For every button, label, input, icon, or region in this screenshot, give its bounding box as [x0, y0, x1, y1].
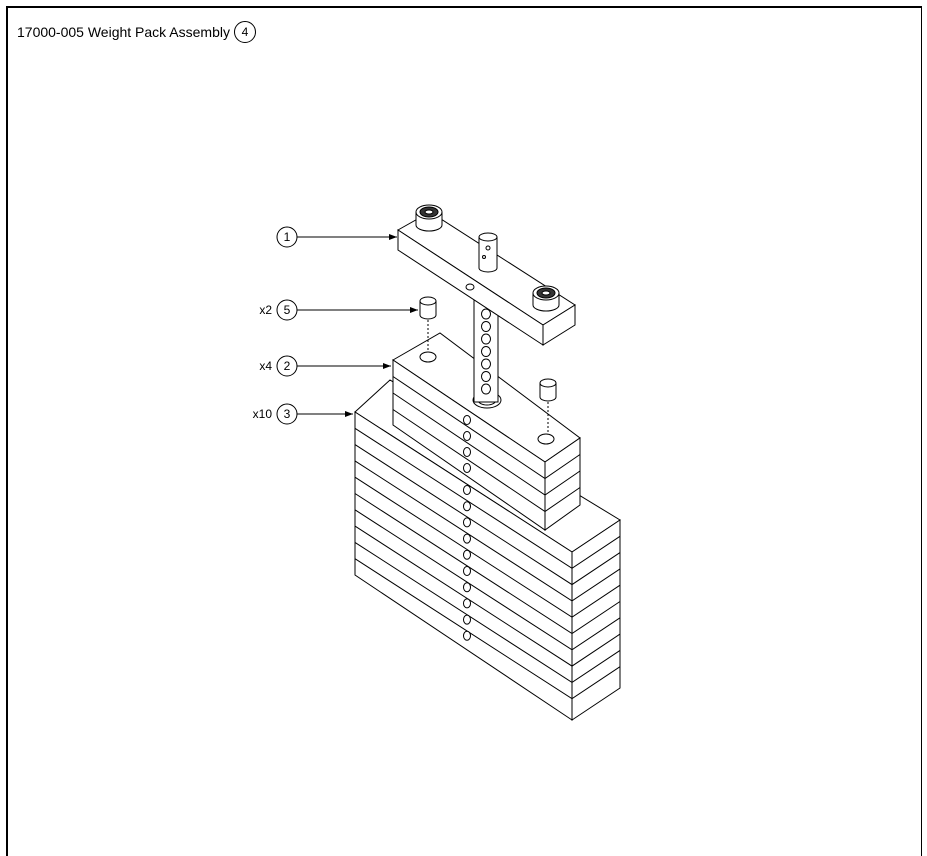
selector-hole	[463, 463, 471, 473]
selector-hole	[463, 447, 471, 457]
stem-hole	[481, 308, 491, 320]
plate-edge	[354, 493, 621, 635]
callout-3-number: 3	[284, 407, 291, 421]
plate-edge	[354, 509, 621, 651]
selector-hole	[463, 501, 471, 512]
plate-edge	[354, 460, 621, 602]
stem-hole	[481, 358, 491, 370]
plate-edge	[354, 476, 621, 618]
callout-5-quantity: x2	[259, 303, 272, 317]
plate-edge	[354, 525, 621, 667]
selector-holes	[463, 415, 471, 641]
callout-2: x4 2	[259, 355, 391, 377]
callout-1-number: 1	[284, 230, 291, 244]
callout-5: x2 5	[259, 299, 418, 321]
selector-hole	[463, 598, 471, 609]
stem-hole	[481, 346, 491, 357]
plate-edge	[354, 541, 621, 683]
selector-hole	[463, 630, 471, 641]
stem-hole	[481, 371, 491, 382]
drawing-frame	[6, 6, 922, 856]
page-title: 17000-005 Weight Pack Assembly 4	[17, 21, 256, 43]
selector-hole	[463, 566, 471, 576]
title-item-badge: 4	[233, 21, 256, 43]
selector-hole	[463, 549, 471, 560]
callout-2-quantity: x4	[259, 359, 272, 373]
bushing-right	[539, 378, 557, 434]
callout-1: 1	[276, 226, 397, 248]
selector-hole	[463, 415, 471, 425]
callout-2-number: 2	[284, 359, 291, 373]
selector-hole	[463, 517, 471, 528]
plate-edge	[392, 409, 581, 513]
stem-hole	[481, 333, 491, 345]
selector-hole	[463, 582, 471, 593]
top-plate	[397, 204, 576, 346]
selector-hole	[463, 614, 471, 625]
callout-5-number: 5	[284, 303, 291, 317]
selector-hole	[463, 533, 471, 544]
callout-3: x10 3	[253, 403, 353, 425]
stem-hole	[481, 383, 491, 395]
stem-hole	[481, 321, 491, 332]
bushing-left	[419, 296, 437, 352]
selector-hole	[463, 485, 471, 495]
plate-edge	[392, 376, 581, 480]
plate-edge	[354, 444, 621, 586]
selector-hole	[463, 431, 471, 441]
callout-3-quantity: x10	[253, 407, 273, 421]
plate-edge	[354, 427, 621, 569]
title-text: 17000-005 Weight Pack Assembly	[17, 24, 230, 40]
plate-edge	[354, 558, 621, 700]
plate-edge	[392, 392, 581, 496]
